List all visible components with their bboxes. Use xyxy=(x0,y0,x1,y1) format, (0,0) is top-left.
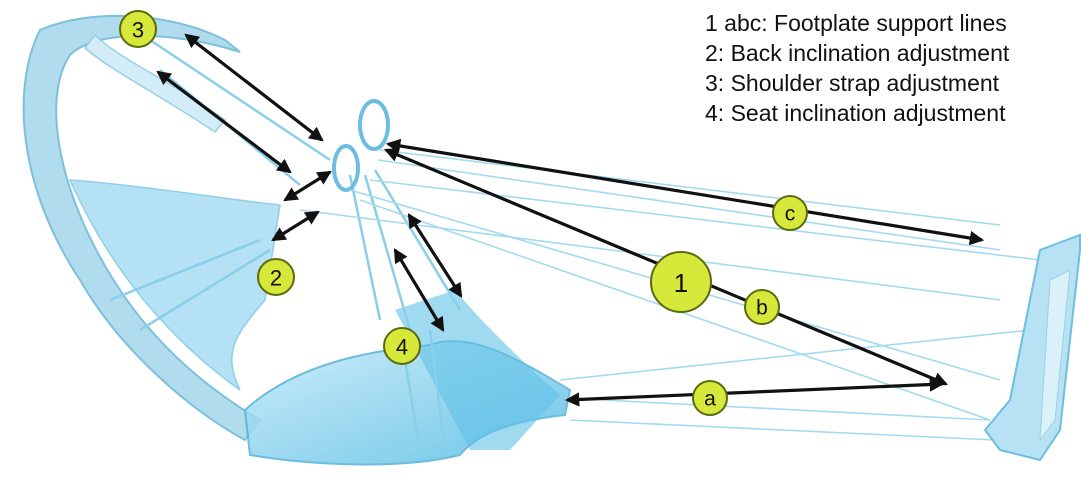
legend-item-back: 2: Back inclination adjustment xyxy=(705,40,1010,66)
badge-b: b xyxy=(744,289,780,325)
badge-a: a xyxy=(692,380,728,416)
carabiner-right xyxy=(358,99,390,151)
legend-item-seat: 4: Seat inclination adjustment xyxy=(705,100,1006,126)
arrow-line-a xyxy=(564,377,945,407)
badge-3-label: 3 xyxy=(132,18,144,43)
back-panel xyxy=(68,179,281,391)
badge-1: 1 xyxy=(650,251,712,313)
carabiner-left xyxy=(332,144,360,192)
badge-1-label: 1 xyxy=(674,268,688,298)
badge-c-label: c xyxy=(785,203,796,226)
badge-b-label: b xyxy=(756,297,768,320)
badge-2-label: 2 xyxy=(270,266,282,291)
arrow-back-upper xyxy=(283,170,332,202)
footplate xyxy=(983,233,1081,462)
badge-4: 4 xyxy=(383,327,421,365)
legend: 1 abc: Footplate support lines 2: Back i… xyxy=(705,8,1075,128)
legend-item-footplate: 1 abc: Footplate support lines xyxy=(705,10,1007,36)
badge-4-label: 4 xyxy=(396,335,408,360)
badge-3: 3 xyxy=(119,10,157,48)
badge-2: 2 xyxy=(257,258,295,296)
badge-c: c xyxy=(772,195,808,231)
badge-a-label: a xyxy=(704,388,716,411)
legend-item-shoulder: 3: Shoulder strap adjustment xyxy=(705,70,1000,96)
arrow-shoulder-lower xyxy=(156,70,292,174)
arrow-back-lower xyxy=(271,210,320,242)
